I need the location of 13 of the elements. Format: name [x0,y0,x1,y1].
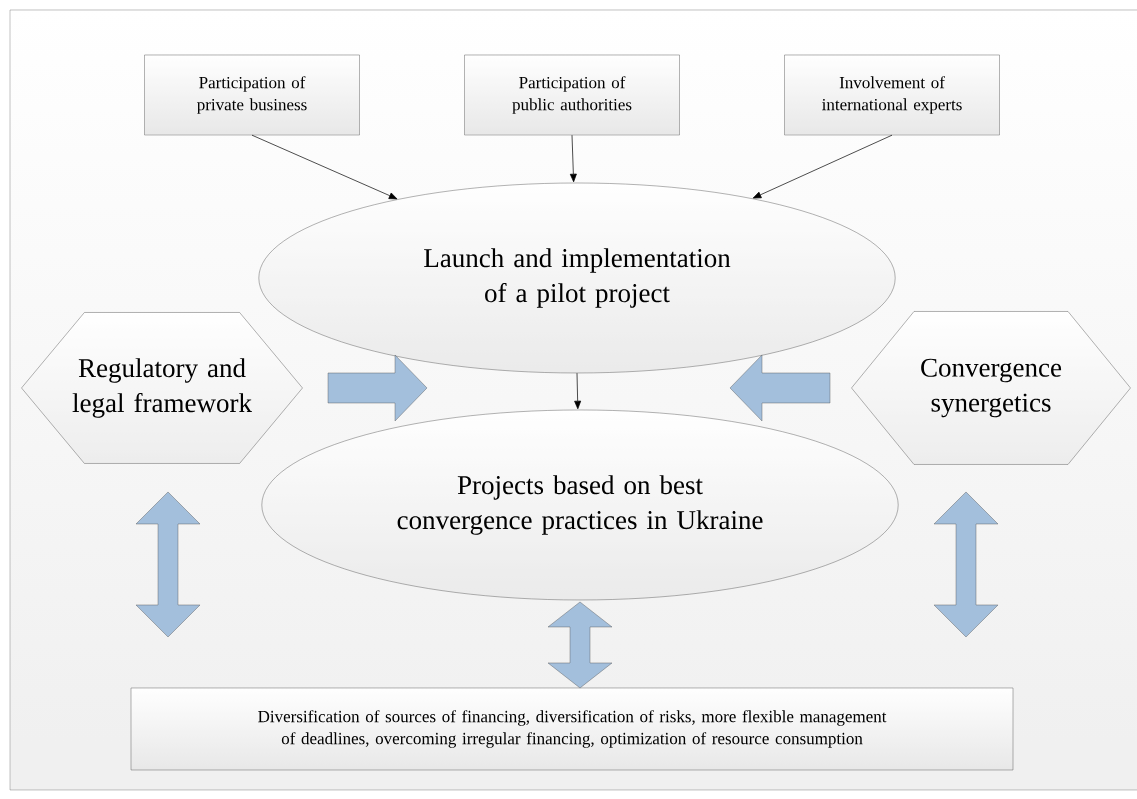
arrow [569,134,577,183]
arrow [251,134,398,200]
block-arrow [327,354,428,422]
arrow [752,134,893,199]
block-arrow [547,601,613,689]
text-box: Diversification of sources of financing, diversification of risks, more flexible management of deadlines, overcoming irregular financing, optimization of resource consumption [130,687,1014,771]
text-box: Participation of public authorities [464,54,680,136]
block-arrow [135,491,201,638]
arrow [574,372,582,410]
text-box: Participation of private business [144,54,360,136]
block-arrow [729,354,831,422]
text-box: Involvement of international experts [784,54,1000,136]
block-arrow [933,491,999,638]
